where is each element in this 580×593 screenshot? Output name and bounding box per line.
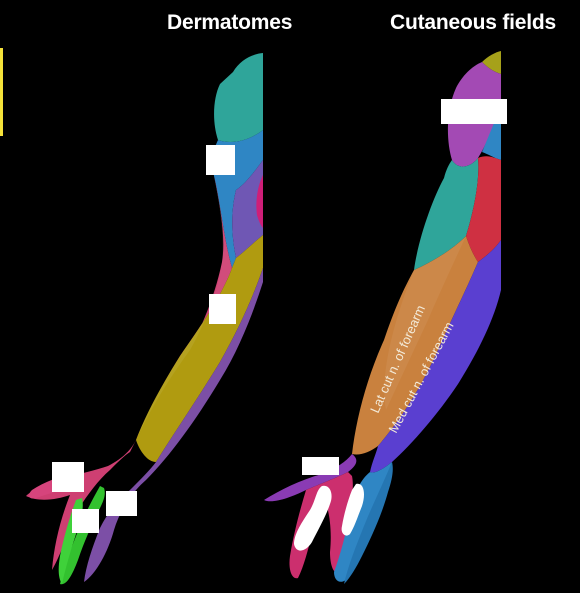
edge-marker: [0, 48, 3, 136]
dermatome-arm: [26, 53, 263, 585]
label-blob: [341, 483, 364, 536]
label-box: [209, 294, 236, 324]
cutaneous-arm: Lat cut n. of forearm Med cut n. of fore…: [264, 51, 507, 584]
dermatomes-title: Dermatomes: [167, 11, 293, 34]
cutaneous-region-purple-wrist: [264, 454, 357, 502]
dermatome-region-darkpink: [256, 175, 263, 228]
dermatome-region-violet-hand: [84, 268, 263, 582]
label-blob: [294, 485, 332, 551]
dermatome-region-olive: [136, 235, 263, 462]
cutaneous-region-indigo: [370, 240, 501, 473]
label-box: [206, 145, 235, 175]
cutaneous-shading: [384, 236, 466, 410]
label-box: [52, 462, 84, 492]
cutaneous-region-orange: [352, 236, 478, 455]
cutaneous-region-blue-hand: [334, 462, 392, 582]
cutaneous-region-olive: [482, 51, 501, 74]
dermatome-region-violet: [232, 160, 263, 258]
cutaneous-fields-title: Cutaneous fields: [390, 11, 556, 34]
cutaneous-region-blue-finger: [344, 462, 393, 584]
cutaneous-region-teal: [414, 158, 479, 270]
label-box: [441, 99, 507, 124]
label-box: [72, 509, 99, 533]
cutaneous-region-red: [466, 156, 501, 262]
label-box: [106, 491, 137, 516]
cutaneous-region-pink-hand: [289, 472, 353, 579]
dermatome-region-teal: [214, 53, 263, 142]
label-box: [302, 457, 339, 475]
